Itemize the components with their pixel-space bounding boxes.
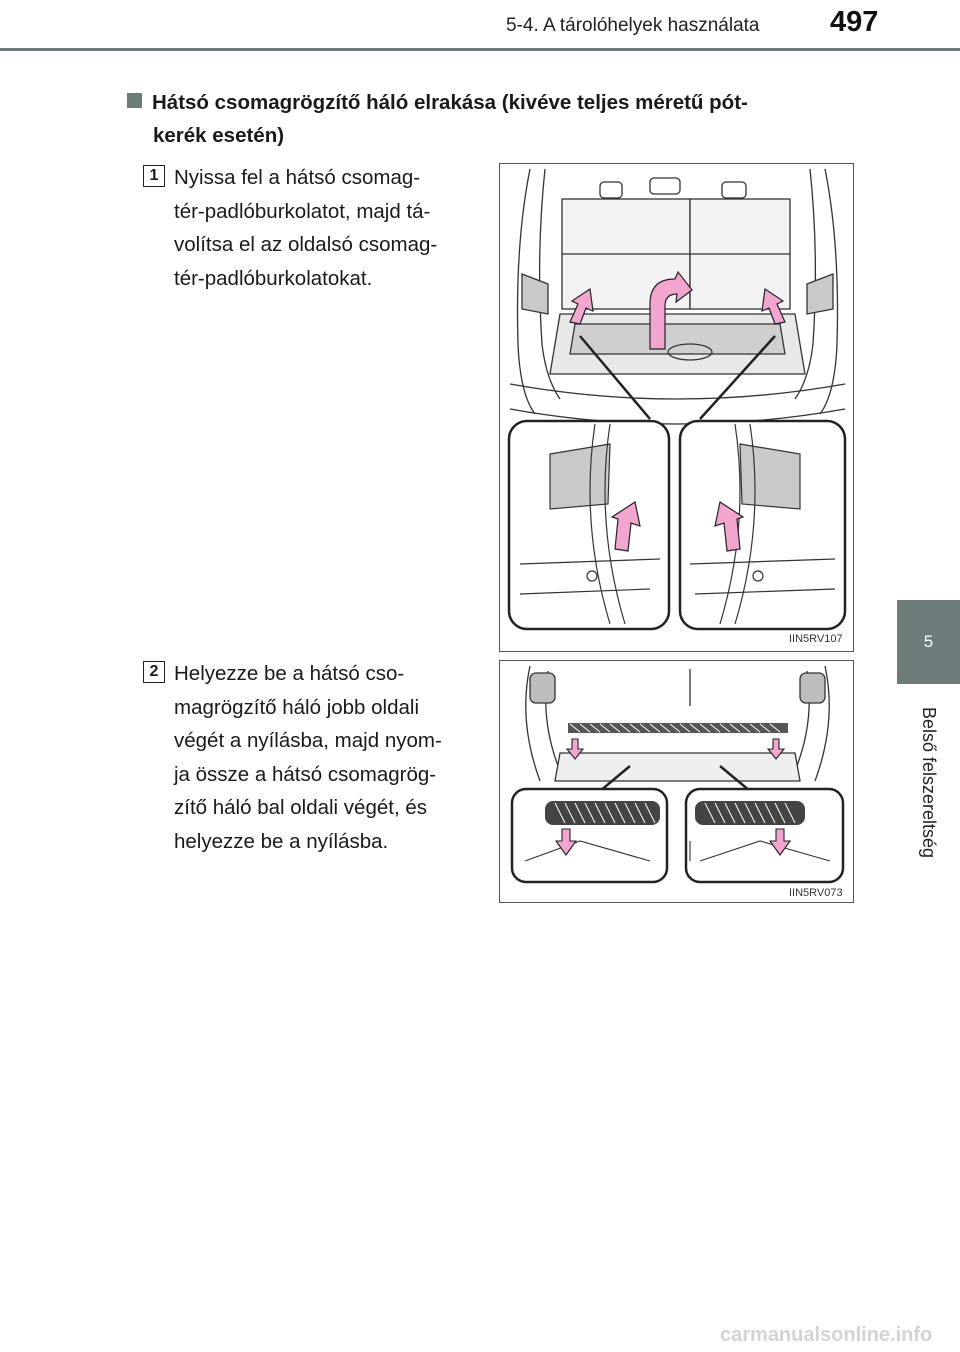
step-text-line: volítsa el az oldalsó csomag-	[174, 233, 438, 256]
step-text-line: végét a nyílásba, majd nyom-	[174, 729, 442, 752]
step-text: Nyissa fel a hátsó csomag- tér-padlóburk…	[174, 161, 476, 295]
header-divider	[0, 48, 960, 51]
heading-line-2: kerék esetén)	[153, 124, 285, 147]
step-text-line: magrögzítő háló jobb oldali	[174, 695, 420, 719]
figure-code: IIN5RV073	[789, 887, 843, 899]
step-text-line: tér-padlóburkolatot, majd tá-	[174, 199, 431, 223]
step-text-line: Nyissa fel a hátsó csomag-	[174, 166, 421, 189]
step-number: 2	[149, 663, 159, 680]
step-number-box: 2	[143, 661, 165, 683]
cargo-net-drawing	[510, 665, 845, 884]
figure-code: IIN5RV107	[789, 633, 843, 645]
step-text: Helyezze be a hátsó cso- magrögzítő háló…	[174, 657, 476, 858]
step-number: 1	[149, 167, 159, 184]
step-text-line: tér-padlóburkolatokat.	[174, 266, 373, 290]
trunk-floor-illustration: IIN5RV107	[499, 163, 854, 652]
step-text-line: helyezze be a nyílásba.	[174, 829, 389, 853]
step-number-box: 1	[143, 165, 165, 187]
chapter-label-container: Belső felszereltség	[897, 684, 960, 880]
chapter-number: 5	[923, 632, 934, 651]
step-text-line: zítő háló bal oldali végét, és	[174, 796, 427, 819]
watermark: carmanualsonline.info	[720, 1324, 933, 1346]
chapter-label: Belső felszereltség	[919, 706, 940, 858]
step-text-line: ja össze a hátsó csomagrög-	[174, 762, 437, 786]
square-bullet-icon	[127, 93, 142, 108]
chapter-tab: 5	[897, 600, 960, 684]
heading-line-1: Hátsó csomagrögzítő háló elrakása (kivév…	[152, 91, 748, 114]
step-text-line: Helyezze be a hátsó cso-	[174, 662, 405, 685]
section-heading: Hátsó csomagrögzítő háló elrakása (kivév…	[127, 86, 860, 152]
section-title: 5-4. A tárolóhelyek használata	[506, 15, 760, 36]
cargo-net-illustration: IIN5RV073	[499, 660, 854, 903]
page-number: 497	[830, 6, 879, 38]
trunk-floor-drawing	[507, 168, 847, 631]
